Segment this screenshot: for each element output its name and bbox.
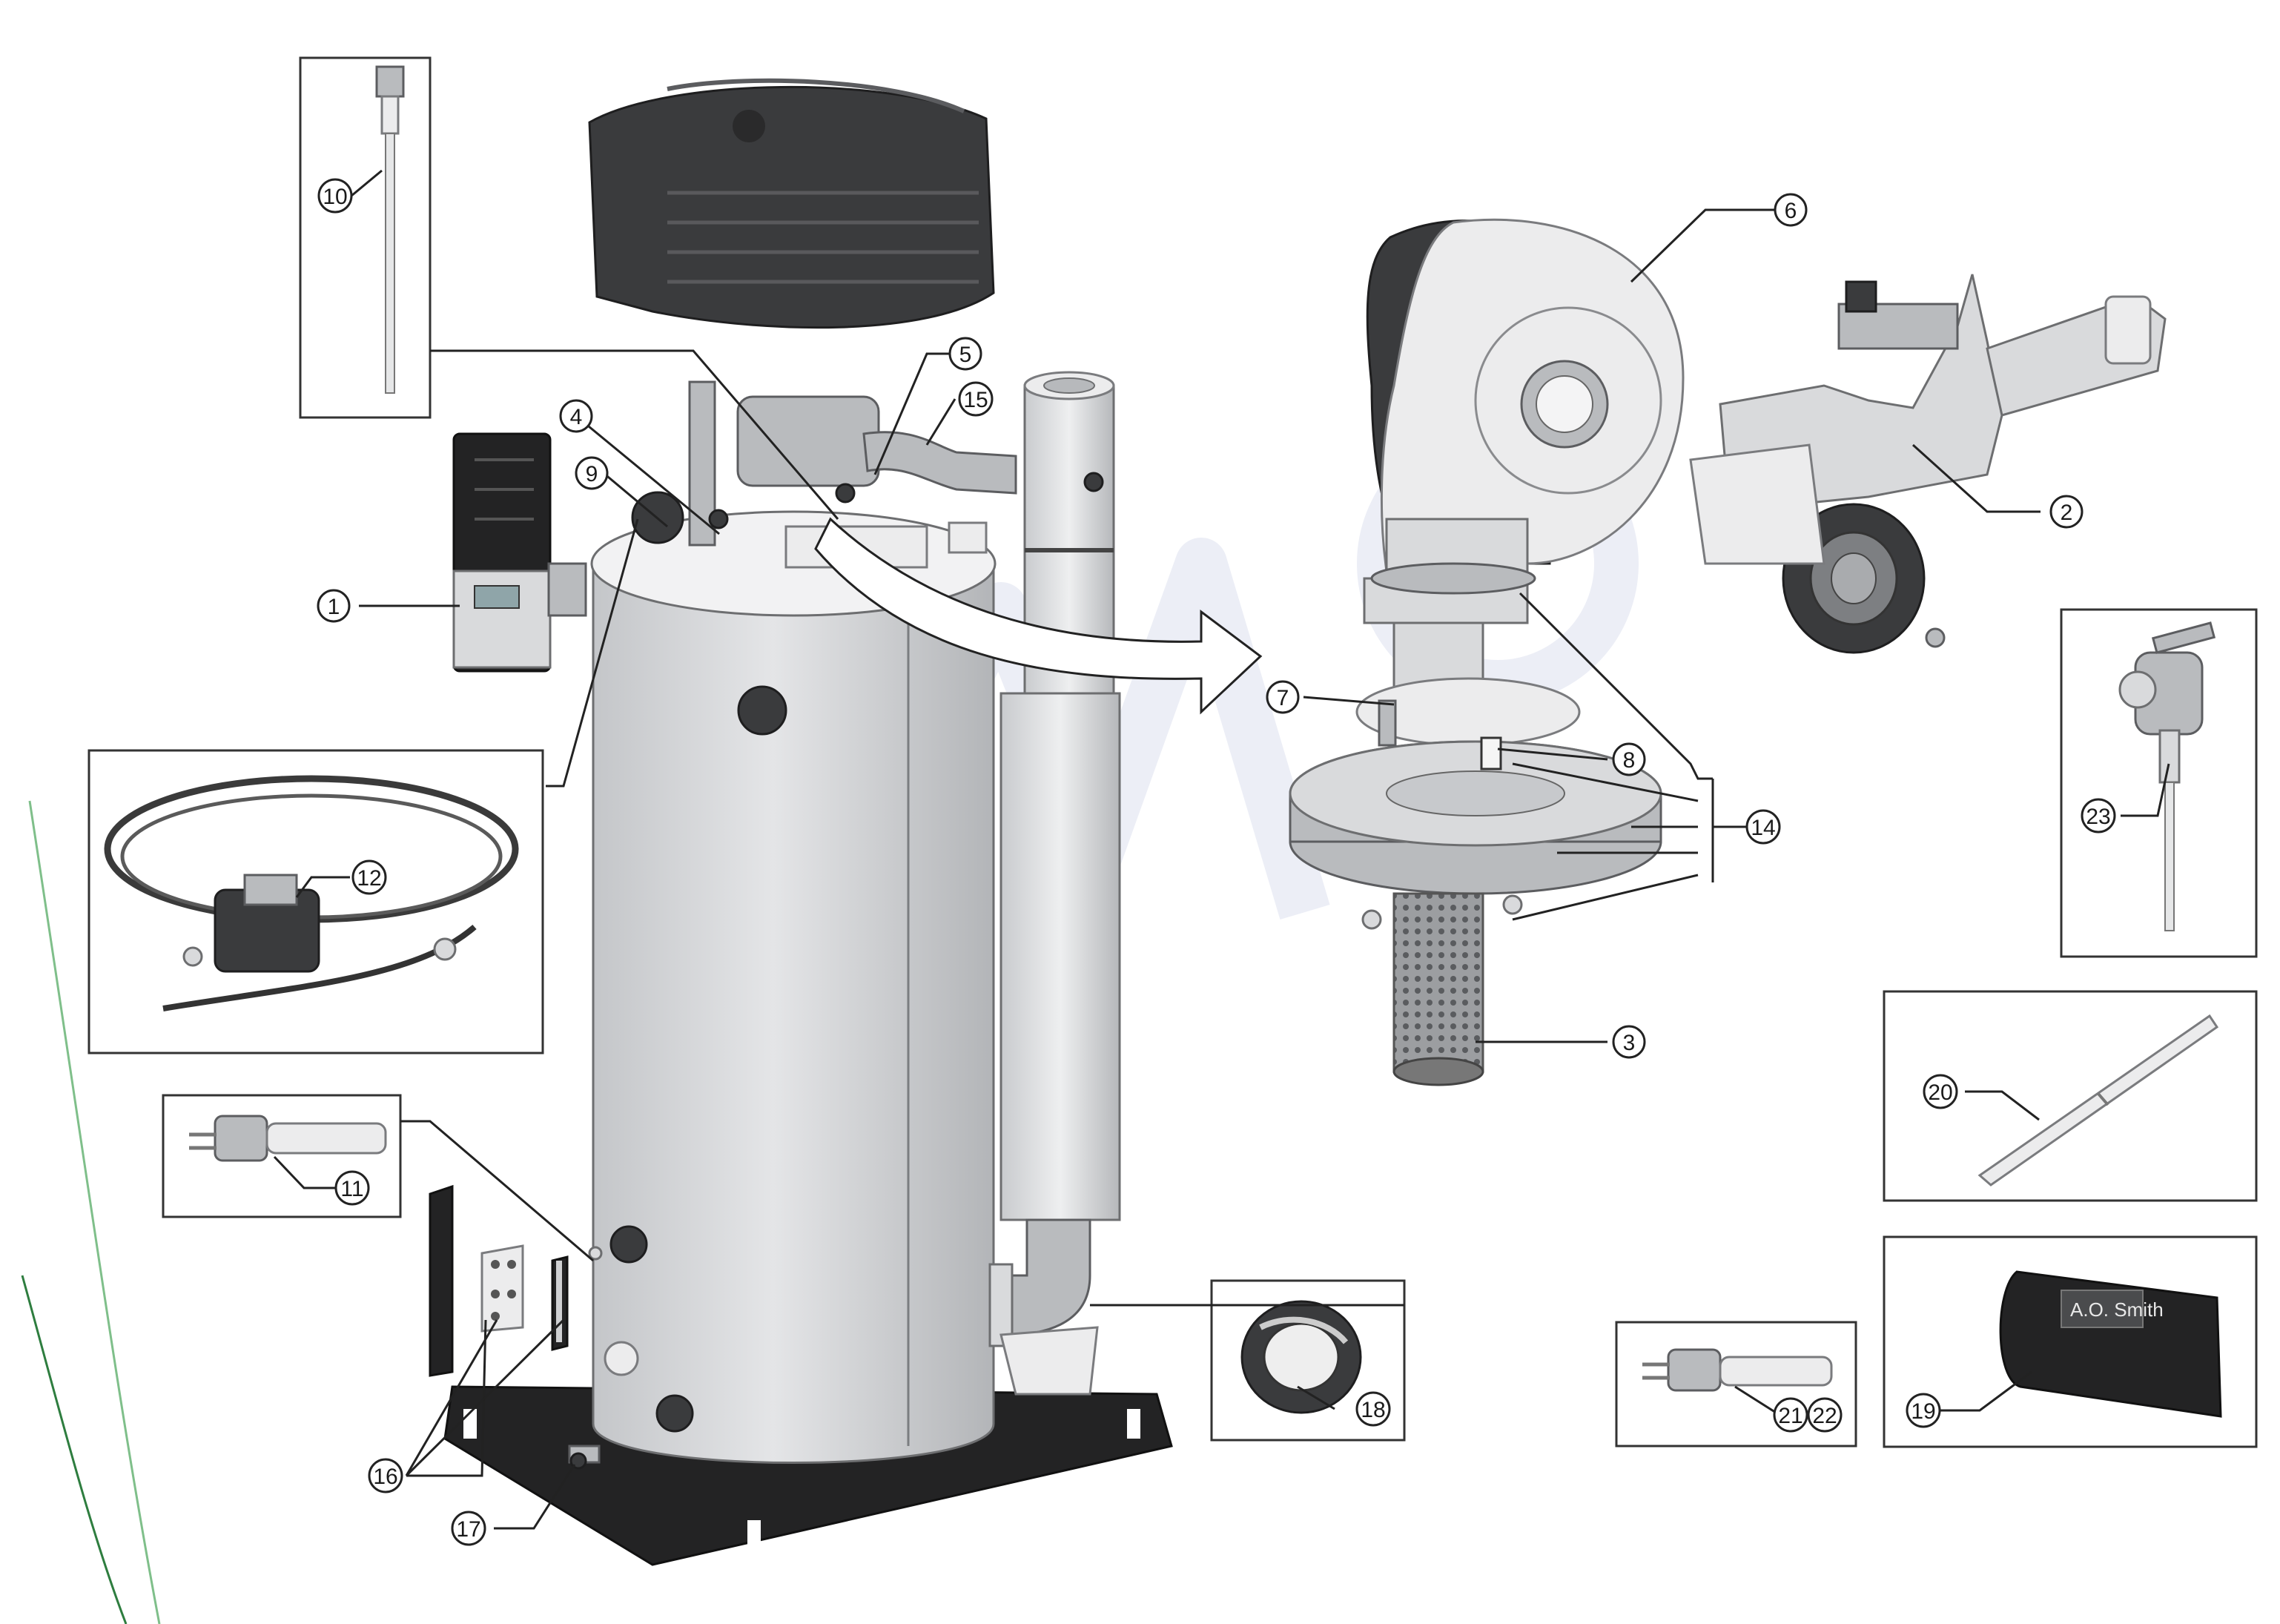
callout-16: 16 <box>368 1458 403 1493</box>
callout-label: 10 <box>323 185 347 209</box>
callout-6: 6 <box>1774 193 1808 227</box>
callout-21: 21 <box>1773 1397 1808 1433</box>
callout-17: 17 <box>451 1511 486 1546</box>
callout-label: 11 <box>340 1177 363 1201</box>
callout-18: 18 <box>1355 1391 1391 1427</box>
callout-label: 6 <box>1785 199 1797 223</box>
callout-label: 18 <box>1361 1398 1385 1422</box>
callout-label: 3 <box>1623 1031 1636 1055</box>
blower-burner-assembly <box>1289 218 2167 1086</box>
callout-label: 14 <box>1751 816 1775 840</box>
inset-temperature-sensor-21-22 <box>1615 1321 1857 1448</box>
callout-3: 3 <box>1612 1025 1646 1059</box>
callout-label: 23 <box>2086 805 2110 829</box>
callout-label: 5 <box>959 343 972 367</box>
callout-label: 22 <box>1812 1404 1837 1428</box>
callout-15: 15 <box>958 381 994 417</box>
callout-20: 20 <box>1923 1074 1958 1109</box>
callout-11: 11 <box>334 1170 370 1206</box>
callout-label: 17 <box>456 1517 480 1542</box>
callout-label: 12 <box>357 866 381 891</box>
callout-1: 1 <box>317 589 351 623</box>
exploded-view-arrow <box>814 517 1263 715</box>
water-heater-assembly <box>429 78 1173 1566</box>
leader-lines <box>273 169 2170 1530</box>
callout-label: 7 <box>1277 686 1289 710</box>
callout-7: 7 <box>1266 680 1300 714</box>
callout-label: 8 <box>1623 748 1636 773</box>
decorative-curves <box>21 800 161 1624</box>
callout-12: 12 <box>351 859 387 895</box>
callout-8: 8 <box>1612 742 1646 776</box>
callout-label: 15 <box>963 388 988 412</box>
callout-23: 23 <box>2081 798 2116 834</box>
inset-relief-valve-23 <box>2060 608 2258 958</box>
callout-label: 16 <box>373 1465 397 1489</box>
callout-label: 19 <box>1911 1399 1935 1424</box>
callout-22: 22 <box>1807 1397 1843 1433</box>
callout-label: 20 <box>1928 1080 1952 1105</box>
callout-4: 4 <box>559 399 593 433</box>
callout-19: 19 <box>1906 1393 1941 1428</box>
inset-control-cover-19: A.O. Smith <box>1883 1235 2258 1448</box>
callout-9: 9 <box>575 456 609 490</box>
callout-2: 2 <box>2049 495 2084 529</box>
callout-label: 2 <box>2061 501 2073 525</box>
callout-label: 21 <box>1778 1404 1802 1428</box>
callout-label: 4 <box>570 405 583 429</box>
inset-pressure-switch <box>87 749 544 1054</box>
brand-logo: A.O. Smith <box>2070 1298 2164 1321</box>
callout-14: 14 <box>1745 809 1781 845</box>
callout-10: 10 <box>317 178 353 214</box>
inset-flue-sensor <box>299 56 432 419</box>
callout-label: 9 <box>586 462 598 486</box>
callout-label: 1 <box>328 595 340 619</box>
callout-5: 5 <box>948 337 982 371</box>
